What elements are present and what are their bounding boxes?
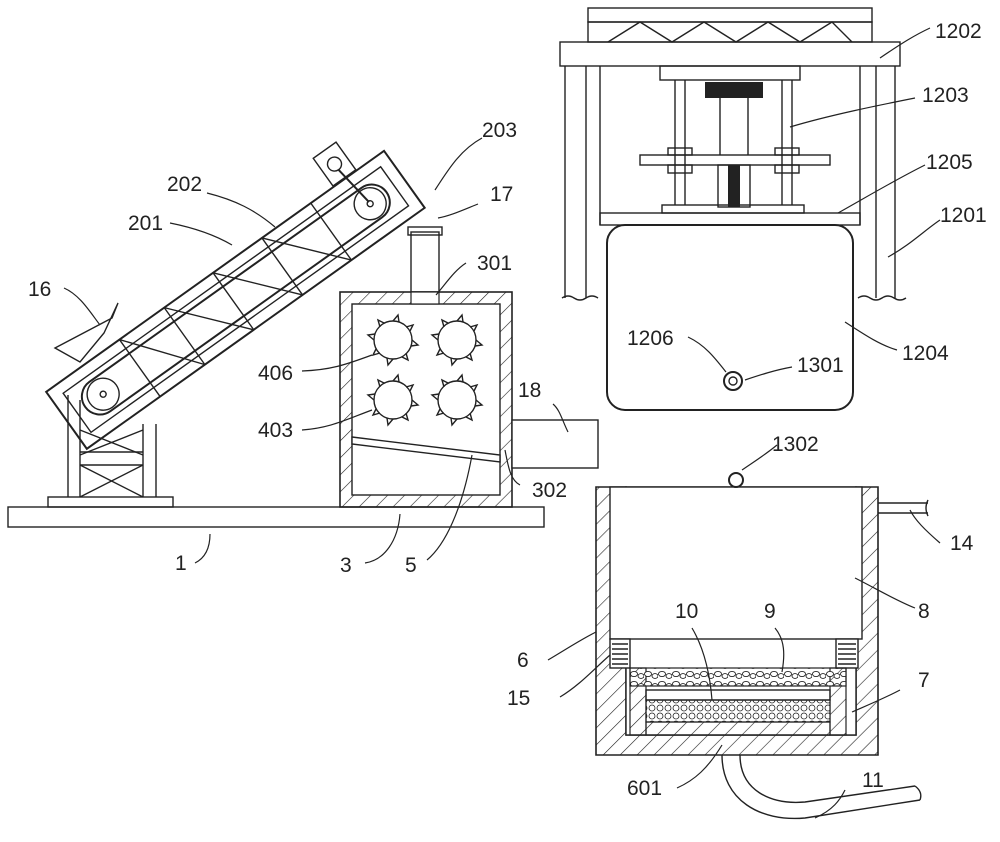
label-9: 9 [764, 600, 776, 623]
inclined-conveyor [44, 141, 427, 451]
label-15: 15 [507, 687, 530, 710]
label-8: 8 [918, 600, 930, 623]
label-18: 18 [518, 379, 541, 402]
label-6: 6 [517, 649, 529, 672]
label-1202: 1202 [935, 20, 982, 43]
label-1203: 1203 [922, 84, 969, 107]
conveyor-support-frame [67, 395, 157, 498]
filter-tank [595, 472, 929, 820]
feed-chute [407, 226, 443, 293]
label-403: 403 [258, 419, 293, 442]
label-1: 1 [175, 552, 187, 575]
leader-lines [63, 27, 941, 819]
label-406: 406 [258, 362, 293, 385]
label-601: 601 [627, 777, 662, 800]
label-201: 201 [128, 212, 163, 235]
label-1302: 1302 [772, 433, 819, 456]
label-10: 10 [675, 600, 698, 623]
part-labels: 1 3 5 6 7 8 9 10 11 14 15 16 17 18 201 2… [28, 20, 987, 800]
label-1301: 1301 [797, 354, 844, 377]
label-1205: 1205 [926, 151, 973, 174]
crushing-rollers [366, 313, 484, 427]
label-1204: 1204 [902, 342, 949, 365]
label-14: 14 [950, 532, 974, 555]
label-1201: 1201 [940, 204, 987, 227]
label-7: 7 [918, 669, 930, 692]
base-plate [7, 496, 545, 528]
label-5: 5 [405, 554, 417, 577]
label-3: 3 [340, 554, 352, 577]
label-17: 17 [490, 183, 513, 206]
label-302: 302 [532, 479, 567, 502]
label-301: 301 [477, 252, 512, 275]
label-16: 16 [28, 278, 51, 301]
feed-hopper [53, 302, 119, 363]
label-203: 203 [482, 119, 517, 142]
press-frame [559, 7, 907, 411]
label-202: 202 [167, 173, 202, 196]
label-11: 11 [862, 769, 884, 792]
label-1206: 1206 [627, 327, 674, 350]
